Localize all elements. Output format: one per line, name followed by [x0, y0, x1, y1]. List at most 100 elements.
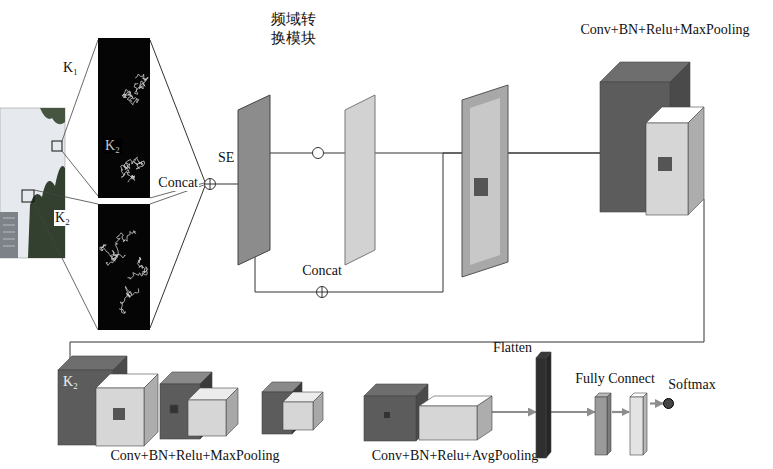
flow-arrow [492, 411, 536, 413]
patch [113, 408, 125, 420]
fc-layers: Fully Connect [594, 390, 650, 456]
se-block: SE [238, 95, 272, 265]
cube-side [643, 393, 647, 455]
node-text: Concat [157, 175, 199, 191]
node-shape [536, 352, 551, 460]
drawing-part [470, 98, 500, 265]
node-text: K₁ [62, 60, 79, 76]
node-shape [58, 356, 162, 448]
input-photo [0, 108, 65, 258]
drawing-part [0, 212, 18, 258]
cube-side [607, 393, 611, 455]
drawing-part [462, 85, 508, 277]
connector-line [150, 186, 205, 328]
node-text: SE [218, 150, 234, 166]
node-text: Concat [302, 263, 342, 279]
drawing-part [40, 108, 65, 124]
node-text: Fully Connect [575, 371, 655, 387]
cube-front [646, 123, 688, 215]
drawing-part [170, 405, 178, 413]
map-edges [134, 74, 148, 94]
connector-line [216, 184, 240, 185]
drawing-part [3, 218, 15, 246]
conv-block: Conv+BN+Relu+MaxPooling [600, 62, 706, 216]
drawing-part [34, 190, 98, 204]
softmax-dot [664, 399, 674, 409]
drawing-part [474, 178, 488, 196]
cube-side [144, 374, 158, 446]
drawing-part [34, 202, 98, 330]
drawing-part [313, 392, 323, 430]
node-shape [594, 390, 650, 456]
map-edges [121, 163, 135, 182]
conv-block: K₂ [58, 356, 162, 448]
node-shape [663, 398, 674, 409]
node-shape [312, 147, 324, 159]
layer-label: Conv+BN+Relu+MaxPooling [110, 448, 279, 464]
node-shape [364, 382, 492, 442]
patch [384, 412, 390, 418]
node-shape [98, 204, 150, 330]
map-edges [106, 231, 136, 265]
map-ground [98, 38, 150, 198]
node-shape [238, 95, 272, 265]
feature-map: K₂ [98, 204, 150, 330]
softmax-node: Softmax [663, 398, 674, 409]
map-edges [128, 257, 148, 279]
drawing-part [345, 95, 375, 265]
patch [658, 157, 672, 171]
node-shape [98, 38, 150, 198]
feature-map: K₁ [98, 38, 150, 198]
map-edges [100, 244, 125, 260]
conv-block [262, 382, 323, 434]
conv-block [160, 372, 238, 439]
feature-slab [345, 95, 375, 265]
drawing-part [52, 141, 62, 151]
concat-plus [205, 179, 216, 190]
node-text: K₂ [54, 210, 71, 226]
transform-node: 频域转 换模块 [312, 147, 324, 159]
se-slab [238, 95, 270, 265]
cube-front [419, 406, 477, 440]
flow-arrow [551, 411, 595, 413]
node-text: Conv+BN+Relu+MaxPooling [580, 22, 749, 38]
node-shape [204, 178, 216, 190]
node-text: 频域转 换模块 [268, 10, 318, 48]
cube-front [630, 397, 643, 455]
concat-node: Concat [316, 286, 328, 298]
cube-side [688, 107, 704, 215]
connector-line [70, 199, 704, 360]
cube-front [96, 388, 144, 446]
drawing-part [188, 400, 226, 436]
node-shape [316, 286, 328, 298]
cube-front [536, 358, 546, 458]
concat-node: Concat [204, 178, 216, 190]
node-text: Conv+BN+Relu+AvgPooling [372, 448, 539, 464]
drawing-part [62, 151, 98, 196]
drawing-part [62, 40, 98, 141]
flatten-layer: Flatten [536, 352, 551, 460]
flow-arrow [650, 402, 663, 404]
node-text: K₂ [63, 374, 78, 390]
map-edges [119, 286, 139, 313]
drawing-part [226, 388, 238, 436]
node-text: Softmax [668, 377, 715, 393]
transform-circle [313, 148, 324, 159]
concat-circle [317, 287, 328, 298]
kernel-label: K₂ [103, 138, 122, 154]
cube-side [546, 352, 551, 458]
cube-side [477, 396, 492, 440]
feature-slab [462, 85, 508, 277]
cube-front [595, 397, 607, 455]
node-shape [600, 62, 706, 216]
connector-line [270, 153, 312, 154]
drawing-part [283, 402, 313, 430]
node-text: Flatten [493, 340, 532, 356]
drawing-part [22, 190, 34, 202]
cube-front [364, 396, 416, 441]
conv-block: Conv+BN+Relu+AvgPooling [364, 382, 492, 442]
concat-plus [317, 287, 328, 298]
map-ground [98, 204, 150, 330]
fc-arrow [612, 411, 629, 413]
connector-line [150, 40, 205, 182]
